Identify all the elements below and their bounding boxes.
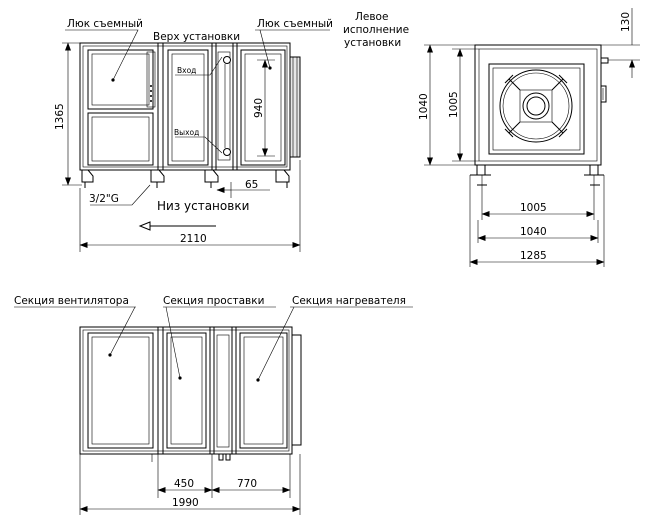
fan-section-label: Секция вентилятора xyxy=(14,295,129,307)
dim-spacer: 450 xyxy=(174,478,194,490)
pipe-label: 3/2"G xyxy=(89,193,119,205)
dim-width-mid: 1040 xyxy=(520,226,547,238)
support-foot xyxy=(204,169,219,183)
hatch-right-label: Люк съемный xyxy=(257,18,333,30)
side-view: 130 1040 1005 1005 1040 1285 xyxy=(418,8,640,267)
svg-text:Левое: Левое xyxy=(355,11,388,23)
support-foot xyxy=(275,169,290,183)
outlet-label: Выход xyxy=(174,128,199,137)
dim-height: 1365 xyxy=(54,103,66,130)
top-view: Люк съемный Люк съемный Верх установки В… xyxy=(54,18,333,252)
dim-width-inner: 1005 xyxy=(520,202,547,214)
hatch-left-label: Люк съемный xyxy=(67,18,143,30)
dim-top: 130 xyxy=(620,12,632,32)
inlet-label: Вход xyxy=(177,66,196,75)
spacer-section-label: Секция проставки xyxy=(163,295,264,307)
dim-heater: 770 xyxy=(237,478,257,490)
fan-section-panel xyxy=(87,332,154,449)
dim-pipe: 65 xyxy=(245,179,258,191)
bottom-label: Низ установки xyxy=(157,199,249,213)
heater-section-label: Секция нагревателя xyxy=(292,295,406,307)
dim-total: 1990 xyxy=(172,497,199,509)
dim-height-inner: 1005 xyxy=(448,91,460,118)
support-foot xyxy=(150,169,165,183)
dim-height-outer: 1040 xyxy=(418,93,430,120)
spacer-panel xyxy=(167,49,209,166)
svg-text:исполнение: исполнение xyxy=(343,24,409,36)
dim-length: 2110 xyxy=(180,233,207,245)
plan-body xyxy=(79,326,293,455)
hatch-panel-upper xyxy=(87,49,154,110)
duct-flange xyxy=(289,56,301,158)
hatch-panel-lower xyxy=(87,112,154,166)
left-version-note: Левое исполнение установки xyxy=(343,11,409,49)
spacer-section-panel xyxy=(166,332,207,449)
top-label: Верх установки xyxy=(153,31,240,43)
support-foot xyxy=(81,169,94,183)
unit-body-inner xyxy=(82,45,288,168)
side-body xyxy=(474,44,602,166)
plan-view: Секция вентилятора Секция проставки Секц… xyxy=(14,295,413,515)
dim-width-outer: 1285 xyxy=(520,250,547,262)
heater-panel xyxy=(240,49,286,166)
svg-text:установки: установки xyxy=(344,37,401,49)
fan-icon xyxy=(499,69,573,143)
dim-inner: 940 xyxy=(253,98,265,118)
heater-section-panel xyxy=(239,332,288,449)
fan-panel xyxy=(488,63,585,155)
